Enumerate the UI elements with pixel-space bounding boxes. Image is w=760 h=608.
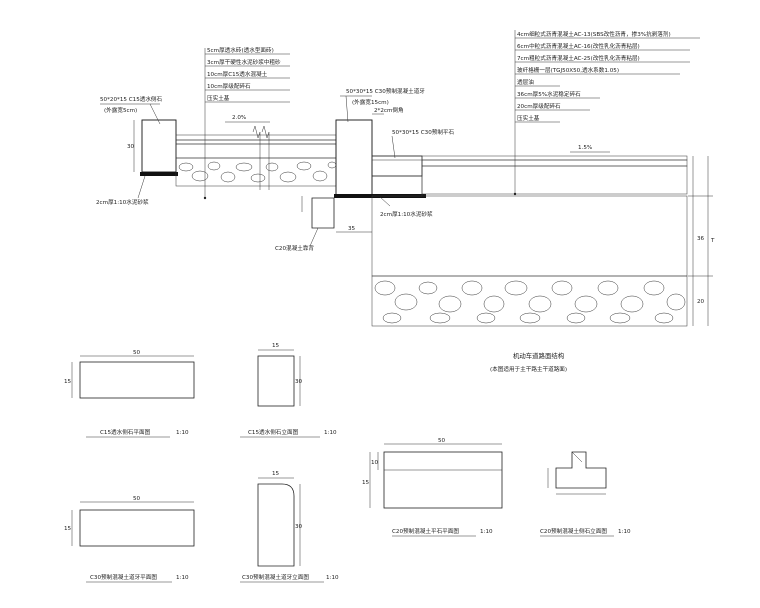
detail-5-dim-a: 10 bbox=[371, 460, 379, 466]
detail-2-title: C15透水侧石立面图 bbox=[248, 428, 299, 436]
note-c-1: 4cm细粒式沥青混凝土AC-13(SBS改性沥青，掺3%抗剥落剂) bbox=[517, 30, 671, 38]
note-a-2: 3cm厚干硬性水泥砂浆中粗砂 bbox=[207, 58, 281, 66]
detail-1-dim-h: 15 bbox=[64, 379, 72, 385]
detail-2-scale: 1:10 bbox=[324, 430, 337, 436]
left-curb-sub: (外露宽5cm) bbox=[104, 106, 137, 114]
section-c-notes: 4cm细粒式沥青混凝土AC-13(SBS改性沥青，掺3%抗剥落剂) 6cm中粒式… bbox=[515, 30, 700, 123]
left-curb-height: 30 bbox=[127, 144, 135, 150]
dim-total: T bbox=[710, 238, 715, 244]
concrete-backing bbox=[311, 197, 335, 229]
note-a-4: 10cm厚级配碎石 bbox=[207, 82, 251, 90]
detail-5-dim-b: 15 bbox=[362, 480, 370, 486]
asphalt-base bbox=[421, 165, 688, 195]
roadway-title: 机动车道路面结构 bbox=[513, 351, 564, 360]
detail-3-shape bbox=[79, 509, 195, 547]
note-c-8: 压实土基 bbox=[517, 114, 540, 122]
detail-6-shape bbox=[555, 451, 607, 489]
detail-3-title: C30预制混凝土道牙平面图 bbox=[90, 573, 157, 581]
roadway-subtitle: (本图适用于主干路主干道路面) bbox=[490, 365, 567, 373]
note-a-5: 压实土基 bbox=[207, 94, 230, 102]
note-a-3: 10cm厚C15透水混凝土 bbox=[207, 70, 268, 78]
stabilized-base bbox=[371, 195, 688, 277]
dim-base: 36 bbox=[697, 236, 705, 242]
dim-sub: 20 bbox=[697, 299, 705, 305]
detail-6: C20预制混凝土侧石立面图 1:10 bbox=[540, 451, 631, 537]
detail-2-shape bbox=[257, 355, 295, 407]
left-bedding-strip bbox=[140, 172, 178, 176]
note-a-1: 5cm厚透水砖(透水型面砖) bbox=[207, 46, 274, 54]
curb-dim-width: 35 bbox=[348, 226, 356, 232]
detail-4: 15 30 C30预制混凝土道牙立面图 1:10 bbox=[240, 471, 339, 583]
subbase-stones bbox=[374, 280, 686, 324]
detail-1-dim-w: 50 bbox=[133, 350, 141, 356]
gutter-label: 50*30*15 C30预制平石 bbox=[392, 128, 455, 136]
detail-5-dim-w: 50 bbox=[438, 438, 446, 444]
concrete-layer bbox=[175, 143, 337, 159]
note-c-4: 玻纤格栅一层(TGJ50X50,透水系数1.05) bbox=[517, 66, 619, 74]
detail-5: 50 10 15 C20预制混凝土平石平面图 1:10 bbox=[362, 438, 503, 537]
bedding-b-label: 2cm厚1:10水泥砂浆 bbox=[380, 210, 433, 218]
left-curb-block bbox=[141, 119, 177, 173]
section-c-roadway: 4cm细粒式沥青混凝土AC-13(SBS改性沥青，掺3%抗剥落剂) 6cm中粒式… bbox=[371, 30, 715, 373]
detail-4-title: C30预制混凝土道牙立面图 bbox=[242, 573, 309, 581]
detail-5-shape bbox=[383, 451, 503, 509]
slope-a: 2.0% bbox=[232, 115, 246, 121]
note-c-3: 7cm粗粒式沥青混凝土AC-25(改性乳化沥青粘层) bbox=[517, 54, 640, 62]
detail-6-scale: 1:10 bbox=[618, 529, 631, 535]
detail-1-title: C15透水侧石平面图 bbox=[100, 428, 151, 436]
main-curb-block bbox=[335, 119, 373, 197]
detail-4-shape bbox=[257, 483, 295, 567]
detail-3-scale: 1:10 bbox=[176, 575, 189, 581]
detail-3-dim-w: 50 bbox=[133, 496, 141, 502]
detail-1: 50 15 C15透水侧石平面图 1:10 bbox=[64, 350, 195, 438]
detail-2: 15 30 C15透水侧石立面图 1:10 bbox=[240, 343, 337, 438]
gravel-stones bbox=[178, 161, 337, 183]
section-b-curb: 50*30*15 C30预制混凝土道牙 (外露宽15cm) 2*2cm倒角 50… bbox=[275, 87, 455, 252]
section-a-sidewalk: 5cm厚透水砖(透水型面砖) 3cm厚干硬性水泥砂浆中粗砂 10cm厚C15透水… bbox=[96, 46, 337, 206]
detail-2-dim-w: 15 bbox=[272, 343, 280, 349]
gravel-subbase bbox=[371, 275, 688, 327]
sand-layer bbox=[175, 139, 337, 145]
bedding-a-label: 2cm厚1:10水泥砂浆 bbox=[96, 198, 149, 206]
curb-label: 50*30*15 C30预制混凝土道牙 bbox=[346, 87, 425, 95]
detail-2-dim-h: 30 bbox=[295, 379, 303, 385]
note-c-7: 20cm厚级配碎石 bbox=[517, 102, 561, 110]
left-curb-label: 50*20*15 C15透水侧石 bbox=[100, 95, 163, 103]
detail-3-dim-h: 15 bbox=[64, 526, 72, 532]
detail-1-shape bbox=[79, 361, 195, 399]
backing-label: C20混凝土靠背 bbox=[275, 244, 314, 252]
detail-4-dim-w: 15 bbox=[272, 471, 280, 477]
chamfer-label: 2*2cm倒角 bbox=[374, 106, 404, 114]
detail-4-scale: 1:10 bbox=[326, 575, 339, 581]
paver-layer bbox=[175, 134, 337, 141]
gutter-block bbox=[371, 155, 423, 177]
detail-5-title: C20预制混凝土平石平面图 bbox=[392, 527, 459, 535]
detail-3: 50 15 C30预制混凝土道牙平面图 1:10 bbox=[64, 496, 195, 583]
asphalt-middle bbox=[421, 159, 688, 167]
note-c-5: 透层油 bbox=[517, 78, 534, 86]
note-c-6: 36cm厚5%水泥稳定碎石 bbox=[517, 90, 581, 98]
slope-c: 1.5% bbox=[578, 145, 592, 151]
detail-4-dim-h: 30 bbox=[295, 524, 303, 530]
asphalt-surface bbox=[371, 155, 688, 161]
detail-1-scale: 1:10 bbox=[176, 430, 189, 436]
note-c-2: 6cm中粒式沥青混凝土AC-16(改性乳化沥青粘层) bbox=[517, 42, 640, 50]
detail-6-title: C20预制混凝土侧石立面图 bbox=[540, 527, 607, 535]
detail-5-scale: 1:10 bbox=[480, 529, 493, 535]
curb-sub: (外露宽15cm) bbox=[352, 98, 389, 106]
section-a-notes: 5cm厚透水砖(透水型面砖) 3cm厚干硬性水泥砂浆中粗砂 10cm厚C15透水… bbox=[205, 46, 290, 103]
